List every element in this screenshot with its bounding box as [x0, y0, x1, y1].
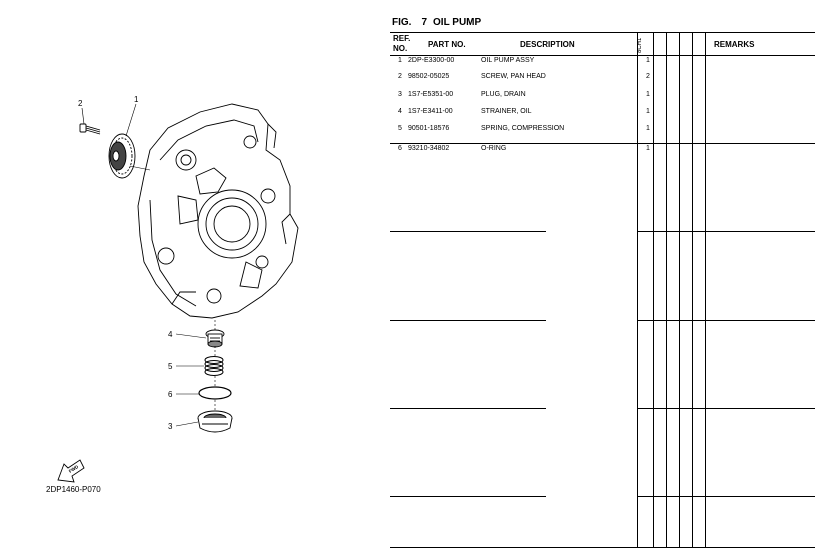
- fig-name: OIL PUMP: [433, 17, 482, 28]
- drain-plug-drawing: [197, 410, 233, 433]
- ref-no: 6: [398, 145, 402, 152]
- quantity: 1: [646, 145, 650, 152]
- group-rule: [390, 231, 546, 232]
- col-rule: [679, 32, 680, 548]
- group-rule: [637, 496, 815, 497]
- spring-drawing: [204, 356, 224, 376]
- group-rule: [637, 408, 815, 409]
- part-no: 1S7-E5351-00: [408, 91, 454, 98]
- table-row: 2 98502-05025 SCREW, PAN HEAD 2: [390, 73, 815, 85]
- callout-5: 5: [168, 362, 173, 371]
- figure-code: 2DP1460-P070: [46, 485, 101, 494]
- quantity: 2: [646, 73, 650, 80]
- header-part-no: PART NO.: [428, 40, 466, 49]
- callout-3: 3: [168, 422, 173, 431]
- group-rule: [390, 320, 546, 321]
- col-rule: [666, 32, 667, 548]
- quantity: 1: [646, 57, 650, 64]
- group-rule: [637, 320, 815, 321]
- callout-6: 6: [168, 390, 173, 399]
- header-ref-line1: REF.: [393, 34, 411, 43]
- parts-table: FIG. 7 OIL PUMP REF. NO. PART NO. DESCRIPT…: [390, 0, 815, 551]
- header-bottom-rule: [390, 55, 815, 56]
- group-rule: [390, 408, 546, 409]
- group-rule: [390, 143, 815, 144]
- header-qty-model: 8CH1: [637, 37, 643, 53]
- fwd-label: FWD: [68, 464, 80, 474]
- table-row: 3 1S7-E5351-00 PLUG, DRAIN 1: [390, 91, 815, 103]
- quantity: 1: [646, 91, 650, 98]
- description: STRAINER, OIL: [481, 108, 532, 115]
- part-no: 93210-34802: [408, 145, 450, 152]
- header-description: DESCRIPTION: [520, 40, 575, 49]
- col-rule: [653, 32, 654, 548]
- header-remarks: REMARKS: [714, 40, 755, 49]
- strainer-drawing: [205, 329, 225, 348]
- part-no: 90501-18576: [408, 125, 450, 132]
- col-rule: [705, 32, 706, 548]
- ref-no: 3: [398, 91, 402, 98]
- description: SCREW, PAN HEAD: [481, 73, 546, 80]
- fwd-arrow-icon: FWD: [57, 459, 85, 483]
- description: OIL PUMP ASSY: [481, 57, 535, 64]
- part-no: 98502-05025: [408, 73, 450, 80]
- fig-label: FIG.: [392, 17, 412, 28]
- header-ref-no: REF. NO.: [393, 34, 410, 54]
- table-row: 4 1S7-E3411-00 STRAINER, OIL 1: [390, 108, 815, 120]
- table-bottom-rule: [390, 547, 815, 548]
- o-ring-drawing: [198, 386, 232, 400]
- quantity: 1: [646, 108, 650, 115]
- figure-title: FIG. 7 OIL PUMP: [392, 17, 481, 28]
- ref-no: 1: [398, 57, 402, 64]
- group-rule: [637, 231, 815, 232]
- part-no: 1S7-E3411-00: [408, 108, 453, 115]
- fig-number: 7: [421, 17, 428, 28]
- parts-diagram: 1 2 3 4 5 6 FWD 2DP1460-P070: [0, 0, 390, 551]
- description: O-RING: [481, 145, 507, 152]
- leader-lines: [81, 103, 216, 427]
- ref-no: 5: [398, 125, 402, 132]
- col-rule: [692, 32, 693, 548]
- table-row: 6 93210-34802 O-RING 1: [390, 145, 815, 157]
- table-row: 5 90501-18576 SPRING, COMPRESSION 1: [390, 125, 815, 137]
- callout-1: 1: [134, 95, 139, 104]
- col-rule: [637, 32, 638, 548]
- header-ref-line2: NO.: [393, 44, 408, 53]
- table-top-rule: [390, 32, 815, 33]
- group-rule: [390, 496, 546, 497]
- table-row: 1 2DP-E3300-00 OIL PUMP ASSY 1: [390, 57, 815, 69]
- crankcase-drawing: [137, 103, 299, 319]
- ref-no: 2: [398, 73, 402, 80]
- quantity: 1: [646, 125, 650, 132]
- callout-4: 4: [168, 330, 173, 339]
- screw-drawing: [79, 123, 101, 135]
- oil-pump-gear-drawing: [108, 133, 136, 179]
- description: PLUG, DRAIN: [481, 91, 526, 98]
- callout-2: 2: [78, 99, 83, 108]
- part-no: 2DP-E3300-00: [408, 57, 455, 64]
- description: SPRING, COMPRESSION: [481, 125, 565, 132]
- ref-no: 4: [398, 108, 402, 115]
